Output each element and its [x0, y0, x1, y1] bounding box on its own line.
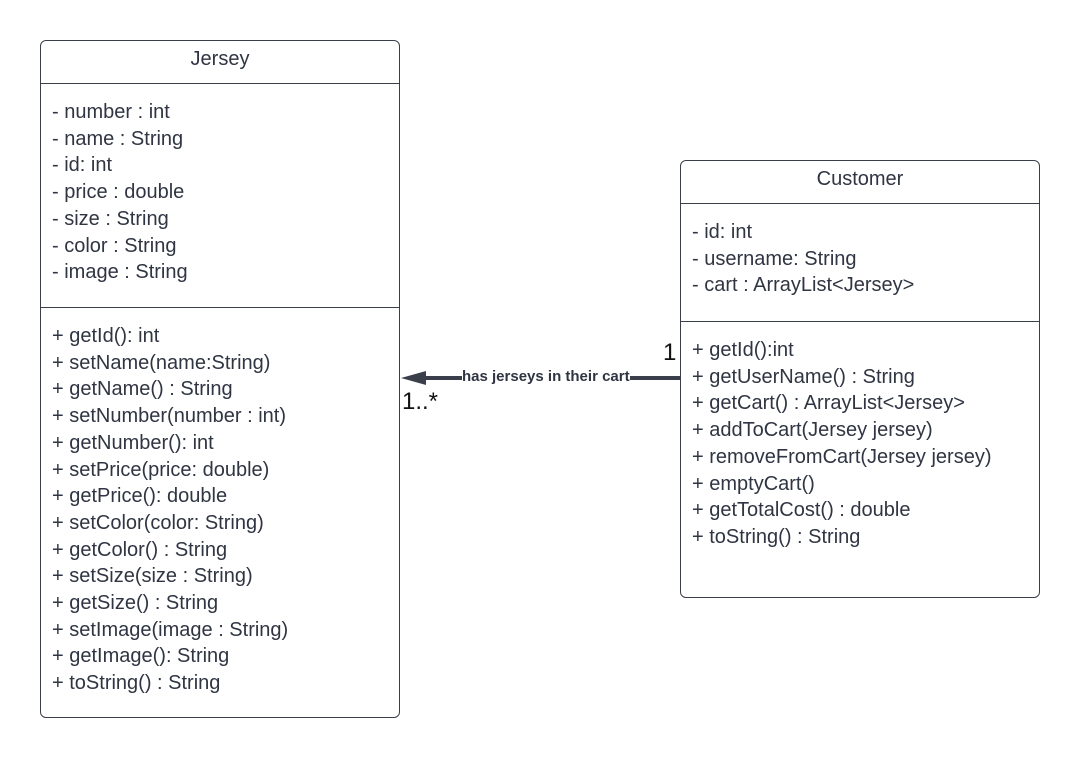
jersey-method: + getImage(): String: [52, 645, 230, 668]
source-multiplicity: 1: [663, 339, 677, 366]
customer-method: + getTotalCost() : double: [692, 499, 911, 522]
customer-attribute: - username: String: [692, 247, 857, 270]
jersey-class-box: Jersey - number : int - name : String - …: [40, 40, 400, 718]
customer-method: + getUserName() : String: [692, 365, 915, 388]
customer-method: + getCart() : ArrayList<Jersey>: [692, 392, 965, 415]
jersey-attribute: - size : String: [52, 207, 169, 230]
jersey-attribute: - color : String: [52, 234, 177, 257]
jersey-method: + getName() : String: [52, 378, 233, 401]
jersey-attribute: - id: int: [52, 154, 113, 177]
customer-class-name: Customer: [681, 161, 1039, 204]
jersey-method: + setPrice(price: double): [52, 458, 270, 481]
customer-methods: + getId():int + getUserName() : String +…: [681, 322, 1039, 551]
jersey-methods: + getId(): int + setName(name:String) + …: [41, 308, 399, 697]
jersey-method: + getNumber(): int: [52, 431, 214, 454]
jersey-method: + setSize(size : String): [52, 565, 253, 588]
jersey-attributes: - number : int - name : String - id: int…: [41, 84, 399, 308]
jersey-attribute: - number : int: [52, 101, 170, 123]
customer-attributes: - id: int - username: String - cart : Ar…: [681, 204, 1039, 322]
customer-method: + addToCart(Jersey jersey): [692, 419, 933, 442]
customer-attribute: - id: int: [692, 221, 753, 243]
jersey-class-name: Jersey: [41, 41, 399, 84]
jersey-attribute: - image : String: [52, 261, 188, 284]
jersey-method: + setImage(image : String): [52, 618, 289, 641]
jersey-attribute: - price : double: [52, 181, 185, 204]
jersey-method: + toString() : String: [52, 672, 221, 695]
jersey-method: + setColor(color: String): [52, 511, 264, 534]
jersey-attribute: - name : String: [52, 127, 184, 150]
jersey-method: + setNumber(number : int): [52, 405, 286, 428]
customer-attribute: - cart : ArrayList<Jersey>: [692, 274, 915, 297]
jersey-method: + getSize() : String: [52, 592, 219, 615]
arrowhead-icon: [401, 371, 426, 385]
target-multiplicity: 1..*: [402, 388, 439, 415]
customer-method: + getId():int: [692, 339, 794, 361]
customer-method: + toString() : String: [692, 525, 861, 548]
customer-class-box: Customer - id: int - username: String - …: [680, 160, 1040, 598]
association-label: has jerseys in their cart: [462, 368, 630, 386]
jersey-method: + setName(name:String): [52, 351, 271, 374]
jersey-method: + getColor() : String: [52, 538, 228, 561]
jersey-method: + getPrice(): double: [52, 485, 228, 508]
customer-method: + emptyCart(): [692, 472, 815, 495]
customer-method: + removeFromCart(Jersey jersey): [692, 445, 992, 468]
jersey-method: + getId(): int: [52, 325, 160, 347]
